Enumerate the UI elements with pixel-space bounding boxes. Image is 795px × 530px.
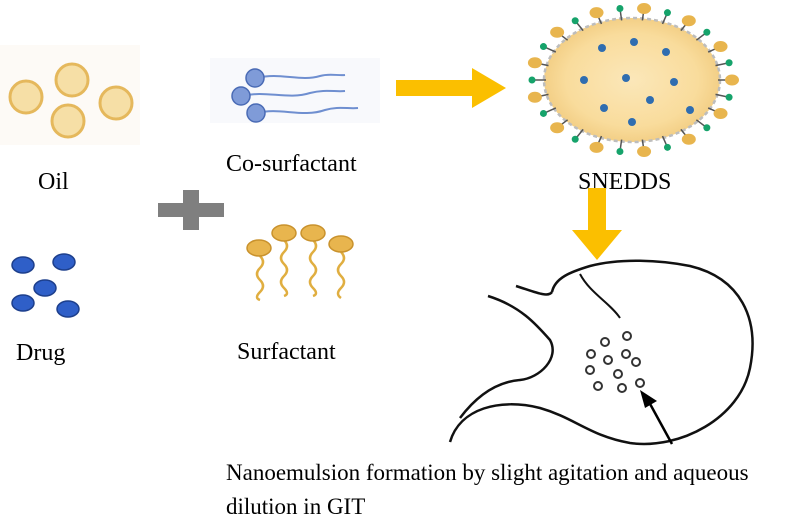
- co-surfactant-head: [571, 17, 579, 25]
- co-surfactant-head: [539, 109, 547, 117]
- co-surfactant-head: [663, 9, 671, 17]
- oil-label: Oil: [38, 169, 69, 195]
- nanodroplets: [585, 331, 645, 393]
- surfactant-head: [637, 145, 652, 157]
- co-surfactant-head: [616, 5, 624, 13]
- surfactant-head: [713, 107, 728, 119]
- oil-droplets-icon: [8, 62, 134, 139]
- drug-particles-icon: [11, 253, 80, 318]
- co-surfactant-head: [571, 135, 579, 143]
- co-surfactant-head: [703, 28, 711, 36]
- snedds-droplet-icon: [527, 3, 739, 157]
- co-surfactant-head: [539, 43, 547, 51]
- surfactant-head: [527, 91, 542, 103]
- drug-dots: [580, 38, 694, 126]
- surfactant-molecules-icon: [246, 224, 354, 302]
- pointer-arrowhead: [640, 390, 657, 408]
- surfactant-head: [550, 26, 565, 38]
- surfactant-head: [589, 7, 604, 19]
- co-surfactant-molecules-icon: [231, 68, 359, 123]
- co-surfactant-label: Co-surfactant: [226, 151, 357, 177]
- surfactant-head: [713, 41, 728, 53]
- surfactant-head: [681, 15, 696, 27]
- surfactant-label: Surfactant: [237, 339, 336, 365]
- plus-icon: [158, 190, 224, 230]
- down-arrow-icon: [572, 188, 622, 260]
- co-surfactant-head: [528, 76, 536, 84]
- surfactant-head: [681, 133, 696, 145]
- co-surfactant-head: [616, 147, 624, 155]
- surfactant-head: [725, 74, 739, 86]
- surfactant-head: [589, 141, 604, 153]
- surfactant-head: [637, 3, 652, 15]
- caption: Nanoemulsion formation by slight agitati…: [226, 460, 749, 519]
- co-surfactant-head: [725, 59, 733, 67]
- right-arrow-icon: [396, 68, 506, 108]
- co-surfactant-panel: [210, 58, 380, 123]
- stomach-icon: [448, 259, 754, 446]
- drug-label: Drug: [16, 340, 66, 366]
- oil-panel: [0, 45, 140, 145]
- surfactant-head: [527, 57, 542, 69]
- co-surfactant-head: [725, 93, 733, 101]
- co-surfactant-head: [703, 124, 711, 132]
- surfactant-head: [550, 122, 565, 134]
- co-surfactant-head: [663, 143, 671, 151]
